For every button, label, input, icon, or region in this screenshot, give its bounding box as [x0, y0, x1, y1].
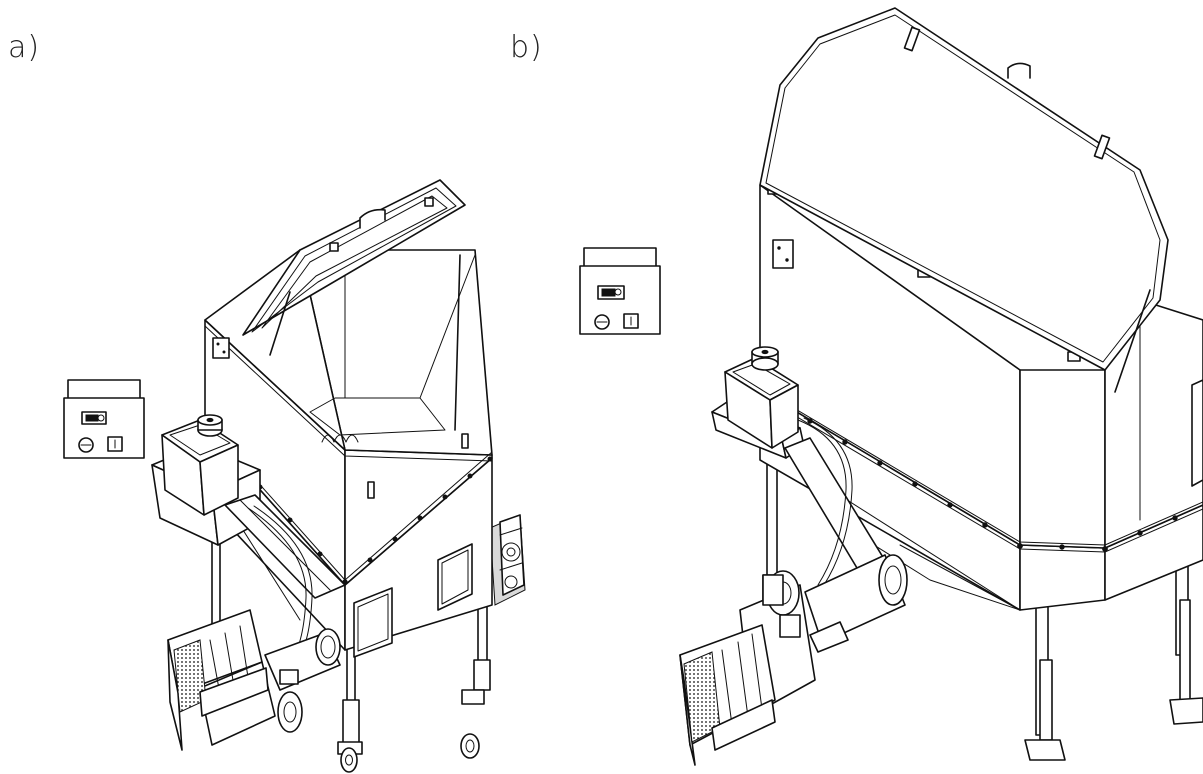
panel-label-a: a)	[8, 30, 41, 65]
control-panel-a	[63, 379, 145, 459]
feed-hose-b	[797, 417, 853, 586]
control-panel-b	[579, 247, 661, 335]
pellet-burner-a	[167, 609, 341, 751]
caster-wheels	[337, 689, 485, 773]
pellet-hopper-large	[579, 7, 1203, 766]
panel-label-b: b)	[510, 30, 543, 65]
gear-motor	[489, 514, 526, 606]
hopper-b-lid	[759, 7, 1169, 393]
pellet-hopper-small	[63, 179, 526, 773]
auger-motor	[161, 414, 239, 516]
auger-tube-a	[224, 494, 346, 599]
hopper-b-funnel	[759, 389, 1203, 611]
hopper-b-body	[759, 177, 1203, 553]
pellet-burner-b	[679, 554, 908, 766]
hopper-a-upper	[204, 249, 493, 586]
hopper-a-lid	[242, 179, 466, 431]
auger-motor-b	[724, 346, 799, 449]
